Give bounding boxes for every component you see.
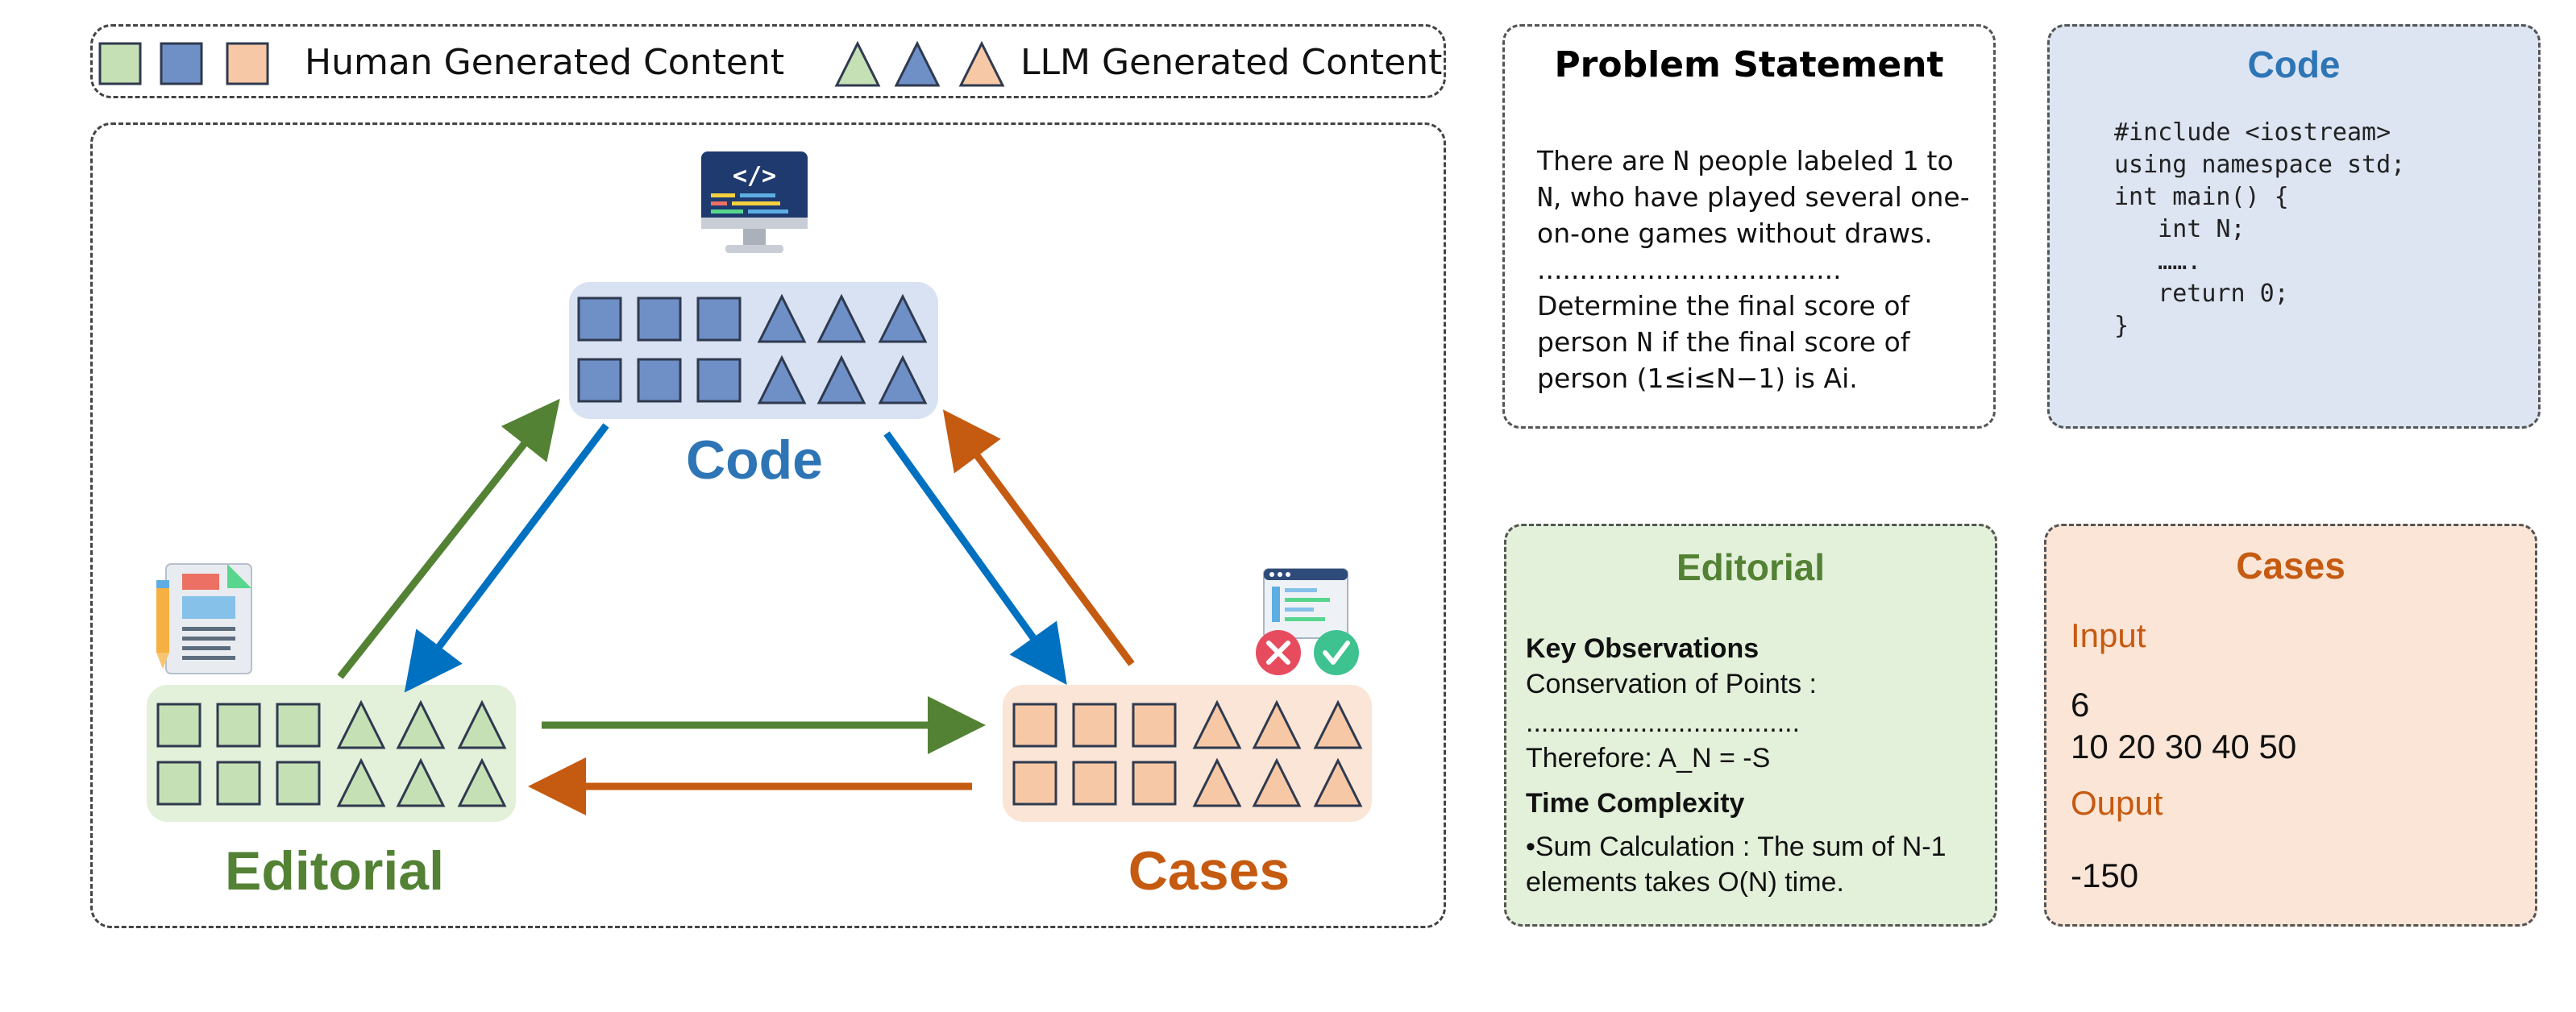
arrow-code-to-editorial	[404, 423, 609, 693]
legend-human-label: Human Generated Content	[305, 42, 785, 83]
editorial-dots: ....................................	[1526, 707, 1801, 738]
code-line: #include <iostream>	[2114, 118, 2391, 147]
cases-node	[1003, 685, 1372, 822]
editorial-node-label: Editorial	[224, 840, 445, 902]
cases-input-values: 6 10 20 30 40 50	[2071, 684, 2296, 768]
problem-statement-title: Problem Statement	[1554, 44, 1944, 85]
code-line: …….	[2114, 247, 2202, 276]
legend-square-code	[160, 42, 203, 85]
editorial-card: Editorial Key Observations Conservation …	[1504, 524, 1997, 927]
editorial-line-conservation: Conservation of Points :	[1526, 669, 1817, 699]
code-line: int N;	[2114, 215, 2246, 243]
code-line: return 0;	[2114, 280, 2289, 308]
editorial-card-title: Editorial	[1676, 546, 1826, 588]
test-cases-icon	[1256, 568, 1359, 675]
diagram-panel	[90, 122, 1446, 928]
legend-square-editorial	[98, 42, 142, 85]
problem-statement-card: Problem Statement There are N people lab…	[1502, 24, 1996, 429]
legend-llm-label: LLM Generated Content	[1020, 42, 1443, 83]
legend	[90, 24, 1446, 98]
cases-node-label: Cases	[1128, 840, 1290, 902]
editorial-heading-key-observations: Key Observations	[1526, 633, 1760, 664]
cases-card-title: Cases	[2236, 545, 2345, 587]
code-shapes	[577, 293, 928, 404]
computer-code-icon: </>	[701, 151, 808, 253]
editorial-line-therefore: Therefore: A_N = -S	[1526, 743, 1771, 774]
editorial-shapes	[156, 699, 507, 807]
code-card: Code #include <iostream> using namespace …	[2047, 24, 2541, 429]
cases-output-value: -150	[2071, 856, 2139, 894]
arrow-code-to-cases	[883, 431, 1067, 685]
editorial-node	[147, 685, 516, 822]
cases-output-label: Ouput	[2071, 784, 2163, 822]
code-card-title: Code	[2247, 44, 2341, 85]
cases-input-line-1: 6	[2071, 686, 2090, 724]
cases-shapes	[1012, 699, 1363, 807]
document-icon	[156, 563, 252, 674]
code-node-label: Code	[686, 429, 823, 491]
editorial-heading-time-complexity: Time Complexity	[1526, 788, 1745, 819]
cases-card: Cases Input 6 10 20 30 40 50 Ouput -150	[2044, 524, 2537, 927]
code-node	[569, 282, 938, 419]
problem-statement-paragraph-2: Determine the final score of person N if…	[1537, 290, 1910, 394]
problem-statement-paragraph-1: There are N people labeled 1 to N, who h…	[1537, 145, 1970, 249]
code-line: using namespace std;	[2114, 151, 2406, 179]
legend-square-cases	[226, 42, 269, 85]
svg-text:</>: </>	[733, 162, 776, 190]
code-line: int main() {	[2114, 183, 2289, 211]
cases-input-line-2: 10 20 30 40 50	[2071, 728, 2297, 765]
code-block: #include <iostream> using namespace std; i…	[2114, 117, 2405, 342]
legend-triangle-editorial	[834, 40, 881, 87]
code-line: }	[2114, 312, 2129, 340]
legend-triangle-code	[894, 40, 941, 87]
arrow-editorial-to-code	[337, 398, 560, 679]
problem-statement-dots: ....................................	[1537, 254, 1842, 285]
editorial-body: Key Observations Conservation of Points …	[1526, 631, 1985, 900]
legend-triangle-cases	[958, 40, 1005, 87]
editorial-bullet: •Sum Calculation : The sum of N-1 elemen…	[1526, 832, 1947, 898]
legend-shapes	[98, 40, 1005, 87]
problem-statement-body: There are N people labeled 1 to N, who h…	[1537, 143, 1982, 396]
arrow-cases-to-code	[942, 409, 1135, 666]
cases-input-label: Input	[2071, 616, 2146, 654]
